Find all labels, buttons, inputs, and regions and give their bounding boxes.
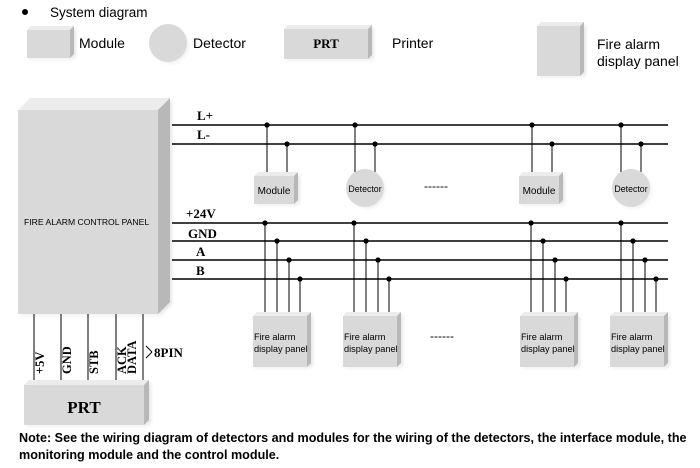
legend-module-swatch xyxy=(27,26,74,58)
display-panel-4-line1: Fire alarm xyxy=(611,332,653,342)
title-bullet xyxy=(22,9,28,15)
control-panel xyxy=(18,98,170,314)
legend-display-line1: Fire alarm xyxy=(597,36,660,52)
pin-label-1: +5V xyxy=(33,352,47,374)
control-panel-label: FIRE ALARM CONTROL PANEL xyxy=(24,217,149,227)
legend-prt-text: PRT xyxy=(313,36,339,51)
legend-display-line2: display panel xyxy=(597,53,679,69)
display-junctions xyxy=(262,220,659,282)
bus-24v-label: +24V xyxy=(186,206,216,221)
detector-device-2-label: Detector xyxy=(614,184,647,194)
display-panel-3-line1: Fire alarm xyxy=(521,332,563,342)
display-panel-2-line2: display panel xyxy=(344,344,398,354)
pin-label-5: DATA xyxy=(125,340,139,374)
legend-detector-swatch xyxy=(149,24,187,62)
module-device-2-label: Module xyxy=(523,186,556,197)
pin-label-2: GND xyxy=(60,346,74,374)
module-device-1-label: Module xyxy=(258,186,291,197)
display-panel-3-line2: display panel xyxy=(521,344,575,354)
pin-cable xyxy=(33,314,153,382)
bus-l-minus-label: L- xyxy=(197,127,210,142)
bus-gnd-label: GND xyxy=(188,226,217,241)
detector-device-1-label: Detector xyxy=(348,184,381,194)
display-panel-1-line1: Fire alarm xyxy=(254,332,296,342)
display-panel-4 xyxy=(610,312,668,367)
display-ellipsis: ------ xyxy=(430,329,454,343)
legend-detector-label: Detector xyxy=(193,35,246,51)
legend: Module Detector PRT Printer Fire alarm d… xyxy=(27,22,679,76)
legend-module-label: Module xyxy=(79,35,125,51)
legend-printer-label: Printer xyxy=(392,35,434,51)
bus-lines xyxy=(172,124,668,280)
diagram-title: System diagram xyxy=(50,5,148,20)
legend-display-panel-swatch xyxy=(537,22,584,76)
loop-junctions xyxy=(264,122,644,147)
display-panel-3 xyxy=(520,312,578,367)
prt-printer xyxy=(24,380,149,425)
display-panel-1 xyxy=(253,312,311,367)
prt-printer-label: PRT xyxy=(67,398,101,417)
loop-ellipsis: ------ xyxy=(424,179,448,193)
display-panel-4-line2: display panel xyxy=(611,344,665,354)
display-panel-2-line1: Fire alarm xyxy=(344,332,386,342)
module-device-1 xyxy=(254,172,298,204)
wiring-note: Note: See the wiring diagram of detector… xyxy=(19,431,687,462)
module-device-2 xyxy=(519,172,563,204)
loop-drops xyxy=(266,125,642,172)
pin-label-3: STB xyxy=(87,350,101,374)
bus-b-label: B xyxy=(196,263,205,278)
detector-device-1 xyxy=(346,169,384,207)
bus-a-label: A xyxy=(196,244,206,259)
bus-l-plus-label: L+ xyxy=(197,108,213,123)
pin-count-label: 8PIN xyxy=(154,345,184,360)
legend-prt-swatch xyxy=(284,25,372,59)
detector-device-2 xyxy=(612,169,650,207)
display-panel-1-line2: display panel xyxy=(254,344,308,354)
display-panel-2 xyxy=(343,312,401,367)
pin-label-4: ACK xyxy=(115,346,129,374)
display-drops xyxy=(264,223,657,316)
